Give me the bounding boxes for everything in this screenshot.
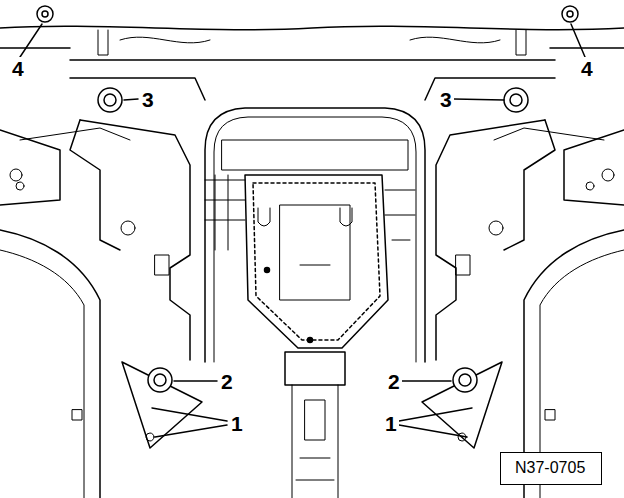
line-art (253, 183, 380, 340)
line-art (120, 37, 500, 43)
line-art (10, 169, 22, 181)
line-art (146, 433, 154, 441)
line-art (0, 26, 624, 29)
line-art (245, 175, 388, 348)
line-art (292, 385, 338, 498)
line-art (0, 130, 60, 205)
line-art (453, 368, 477, 392)
line-art (37, 6, 53, 22)
line-art (504, 120, 555, 250)
line-art (155, 255, 169, 275)
line-art (422, 362, 502, 448)
line-art (571, 24, 585, 57)
callout-number: 1 (229, 412, 245, 435)
line-art (300, 265, 330, 266)
line-art (20, 128, 604, 140)
reference-code: N37-0705 (515, 459, 585, 477)
leader-lines (20, 24, 585, 437)
line-art (0, 47, 624, 49)
line-art (456, 255, 470, 275)
line-art (98, 88, 122, 112)
line-art (504, 88, 528, 112)
line-art (16, 182, 24, 190)
line-art (205, 108, 425, 362)
line-art (70, 59, 555, 61)
line-art (265, 268, 270, 273)
line-art (20, 24, 42, 57)
line-art (258, 208, 352, 226)
line-art (459, 374, 471, 386)
line-art (72, 410, 555, 420)
line-art (385, 190, 415, 240)
reference-box: N37-0705 (500, 452, 602, 485)
callout-number: 3 (438, 88, 454, 111)
subframe (16, 78, 604, 362)
line-art (399, 425, 467, 437)
line-art (124, 99, 138, 100)
line-art (399, 408, 472, 421)
mount-brackets (37, 6, 578, 448)
line-art (0, 250, 84, 498)
transmission (205, 140, 415, 498)
line-art (155, 425, 227, 437)
line-art (436, 120, 545, 360)
line-art (70, 120, 120, 250)
callout-number: 3 (140, 88, 156, 111)
line-art (562, 6, 578, 22)
body-structure (0, 26, 624, 498)
line-art (214, 117, 416, 362)
line-art (222, 140, 408, 170)
line-art (0, 230, 100, 498)
line-art (42, 11, 48, 17)
line-art (152, 408, 227, 421)
callout-number: 2 (386, 370, 402, 393)
line-art (104, 94, 116, 106)
callout-number: 4 (10, 57, 26, 80)
line-art (98, 30, 526, 55)
line-art (296, 458, 334, 480)
callout-number: 1 (383, 412, 399, 435)
callout-number: 2 (219, 370, 235, 393)
line-art (567, 11, 573, 17)
line-art (510, 94, 522, 106)
line-art (205, 175, 245, 250)
line-art (154, 374, 166, 386)
line-art (80, 120, 190, 360)
line-art (308, 338, 313, 343)
line-art (602, 169, 614, 181)
line-art (121, 221, 135, 235)
line-art (148, 368, 172, 392)
line-art (174, 380, 217, 382)
line-art (564, 130, 624, 205)
line-art (586, 182, 594, 190)
line-art (402, 380, 451, 382)
line-art (489, 221, 503, 235)
line-art (285, 352, 345, 385)
callout-number: 4 (579, 57, 595, 80)
line-art (454, 99, 504, 100)
